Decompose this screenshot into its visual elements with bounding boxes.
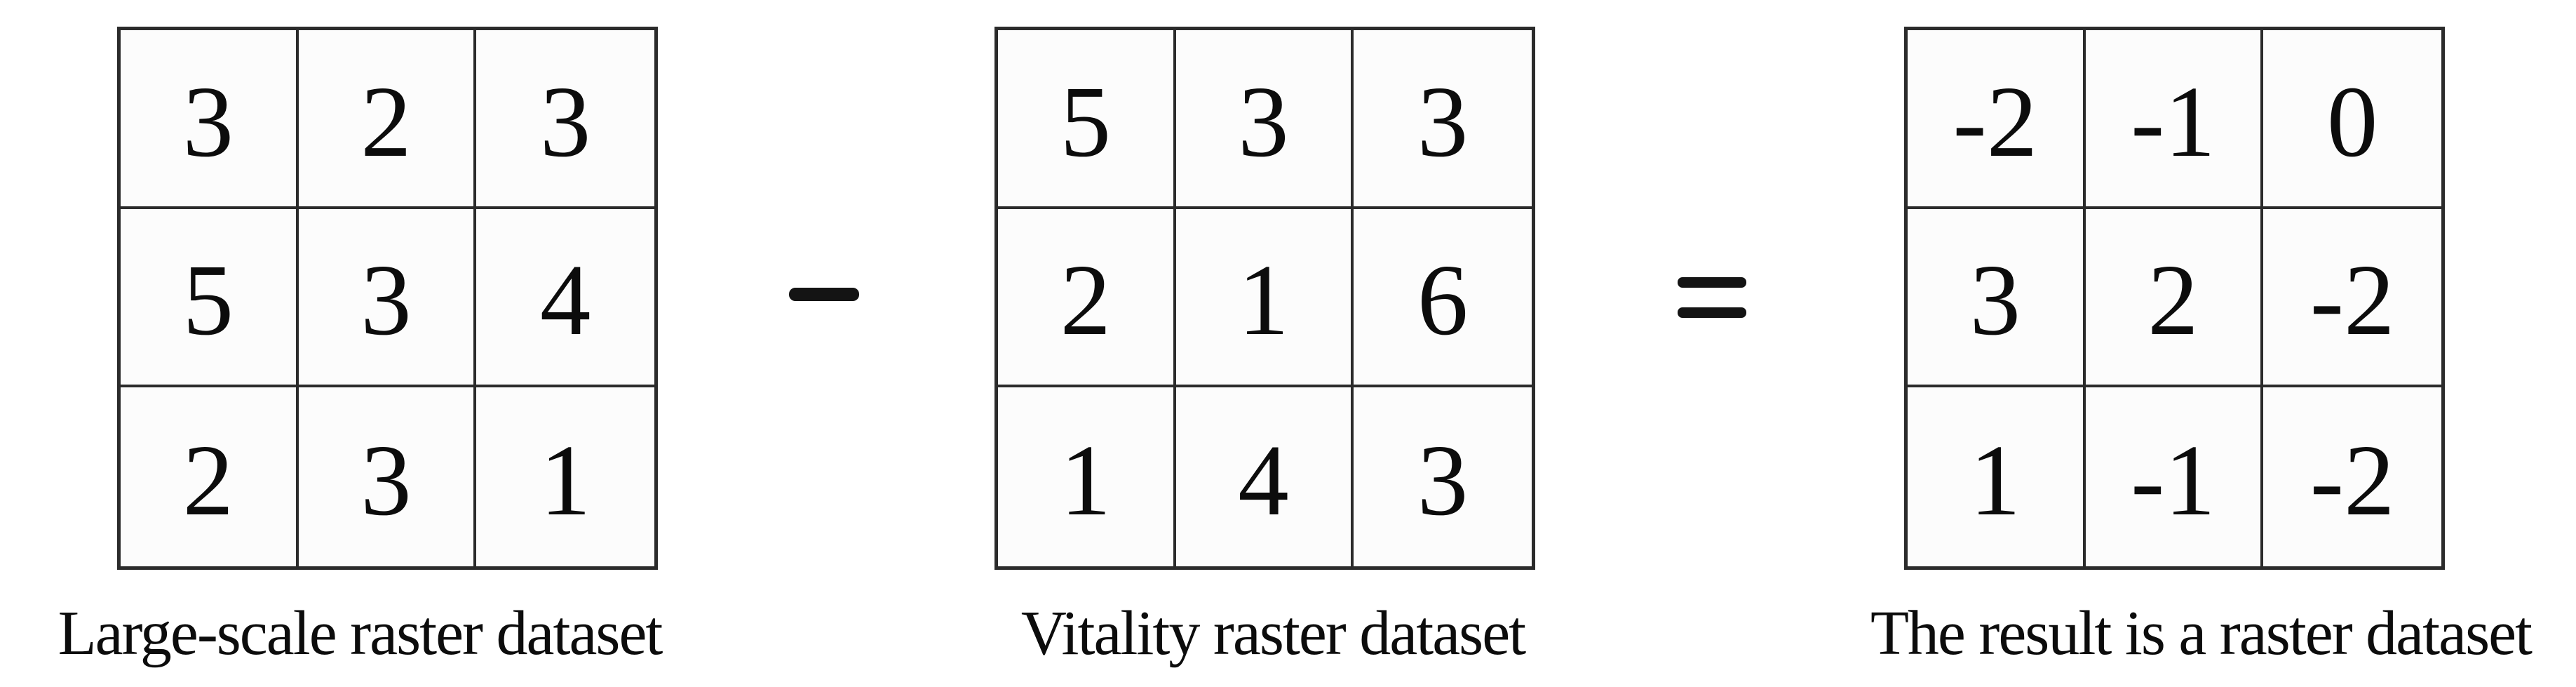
raster-grid-vitality: 5 3 3 2 1 6 1 4 3: [994, 27, 1535, 570]
grid-cell: -2: [2263, 209, 2441, 388]
grid-cell: 5: [998, 30, 1176, 209]
grid-cell: 1: [539, 425, 591, 538]
minus-icon: [789, 288, 859, 301]
grid-cell: -1: [2086, 387, 2264, 566]
caption-vitality-raster-dataset: Vitality raster dataset: [1020, 599, 1526, 668]
grid-cell: 1: [998, 387, 1176, 566]
equals-icon: [1678, 277, 1746, 318]
grid-cell: 5: [121, 208, 299, 388]
grid-cell: 4: [476, 209, 654, 388]
grid-cell: 3: [1354, 30, 1532, 209]
equals-bottom-bar: [1678, 307, 1746, 318]
raster-grid-large-scale: 3 2 3 5 3 4 2 3 1: [117, 27, 658, 570]
grid-cell: 3: [476, 30, 654, 209]
grid-cell: 0: [2263, 30, 2441, 209]
grid-cell: -1: [2085, 30, 2264, 209]
grid-cell: 1: [1175, 208, 1354, 388]
equals-top-bar: [1678, 277, 1746, 288]
grid-cell: 3: [1417, 425, 1469, 538]
grid-cell: 6: [1354, 209, 1532, 388]
grid-cell: 3: [298, 208, 477, 388]
grid-cell: 2: [2085, 208, 2264, 388]
grid-cell: 2: [121, 387, 299, 566]
caption-large-scale-raster-dataset: Large-scale raster dataset: [58, 599, 663, 668]
grid-cell: 2: [298, 30, 477, 209]
grid-cell: 3: [299, 387, 477, 566]
caption-result-raster-dataset: The result is a raster dataset: [1870, 599, 2533, 668]
grid-cell: 3: [1175, 30, 1354, 209]
minus-bar: [789, 288, 859, 301]
raster-grid-result: -2 -1 0 3 2 -2 1 -1 -2: [1904, 27, 2445, 570]
grid-cell: -2: [1908, 30, 2086, 209]
grid-cell: 3: [1908, 208, 2086, 388]
grid-cell: 1: [1908, 387, 2086, 566]
grid-cell: 3: [121, 30, 299, 209]
grid-cell: -2: [2309, 425, 2395, 538]
grid-cell: 2: [998, 208, 1176, 388]
grid-cell: 4: [1176, 387, 1354, 566]
